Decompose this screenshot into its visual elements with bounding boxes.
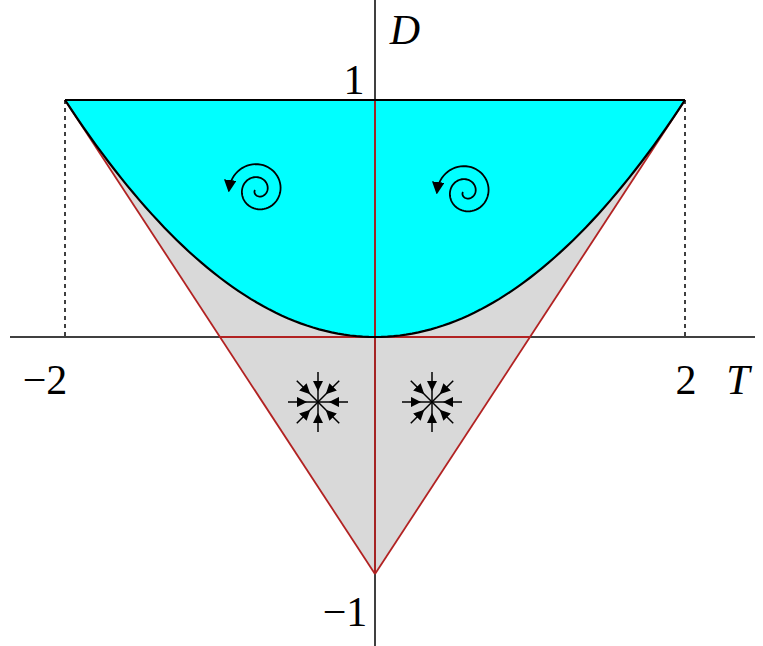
spiral-symbol [229,164,281,209]
dashed-guide [64,100,66,337]
spiral-symbol [437,166,489,211]
top-edge [65,99,685,101]
axis-label: 2 [676,359,697,401]
sink-symbol [402,372,462,432]
d-axis [374,0,376,646]
axis-label: T [726,359,749,401]
dashed-guide [684,100,686,337]
axis-label: D [390,9,420,51]
parabola [65,100,685,337]
axis-label: −2 [23,359,68,401]
axis-label: 1 [344,59,365,101]
sink-symbol [288,372,348,432]
axis-label: −1 [323,591,368,633]
